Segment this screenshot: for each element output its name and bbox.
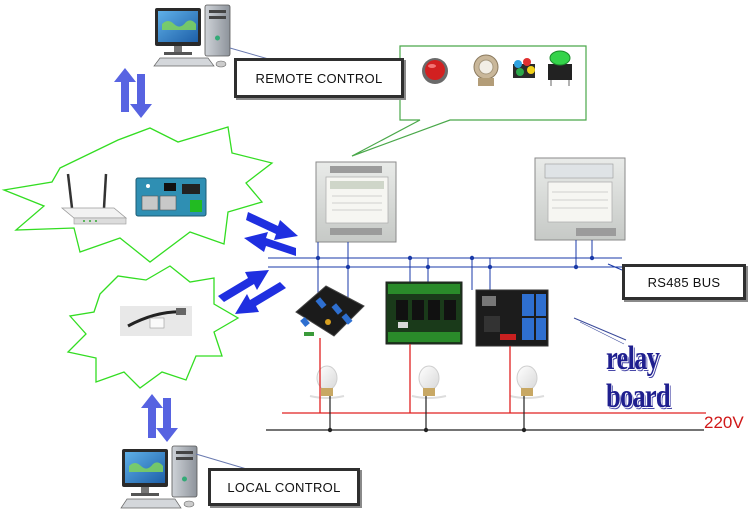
- red-push-button-icon: [422, 58, 448, 84]
- relay-board-icon: [385, 281, 463, 345]
- ground-junction-dots: [327, 427, 527, 433]
- network-to-controller-arrows: [244, 212, 298, 256]
- power-line-220v: [282, 338, 706, 414]
- din-rail-controller-icon: [534, 157, 626, 241]
- ethernet-module-icon: [135, 177, 207, 217]
- light-bulb-icon: [309, 365, 345, 399]
- remote-link-arrows: [114, 68, 152, 118]
- tactile-switch-icon: [513, 58, 535, 78]
- ground-line: [266, 396, 704, 431]
- bus-junction-dots: [315, 255, 595, 270]
- relay-board-icon: [475, 289, 549, 347]
- remote-control-label: REMOTE CONTROL: [234, 58, 404, 98]
- wifi-router-icon: [60, 173, 128, 225]
- relay-board-icon: [295, 285, 365, 337]
- light-bulb-icon: [509, 365, 545, 399]
- local-link-arrows: [141, 394, 178, 442]
- rs485-bus-lines: [268, 240, 622, 300]
- metal-push-button-icon: [473, 54, 499, 86]
- rs485-bus-label: RS485 BUS: [622, 264, 746, 300]
- light-bulb-icon: [411, 365, 447, 399]
- voltage-label: 220V: [704, 413, 744, 432]
- usb-to-bus-arrows: [218, 270, 286, 314]
- relay-board-label: relay board: [606, 340, 671, 415]
- remote-control-text: REMOTE CONTROL: [255, 70, 383, 86]
- local-control-text: LOCAL CONTROL: [227, 479, 341, 495]
- local-control-label: LOCAL CONTROL: [208, 468, 360, 506]
- din-rail-controller-icon: [315, 161, 397, 243]
- rs485-bus-text: RS485 BUS: [647, 274, 721, 290]
- green-tactile-switch-icon: [548, 50, 572, 86]
- usb-serial-adapter-icon: [120, 306, 192, 336]
- remote-pc-icon: [153, 4, 231, 68]
- local-pc-icon: [120, 445, 198, 509]
